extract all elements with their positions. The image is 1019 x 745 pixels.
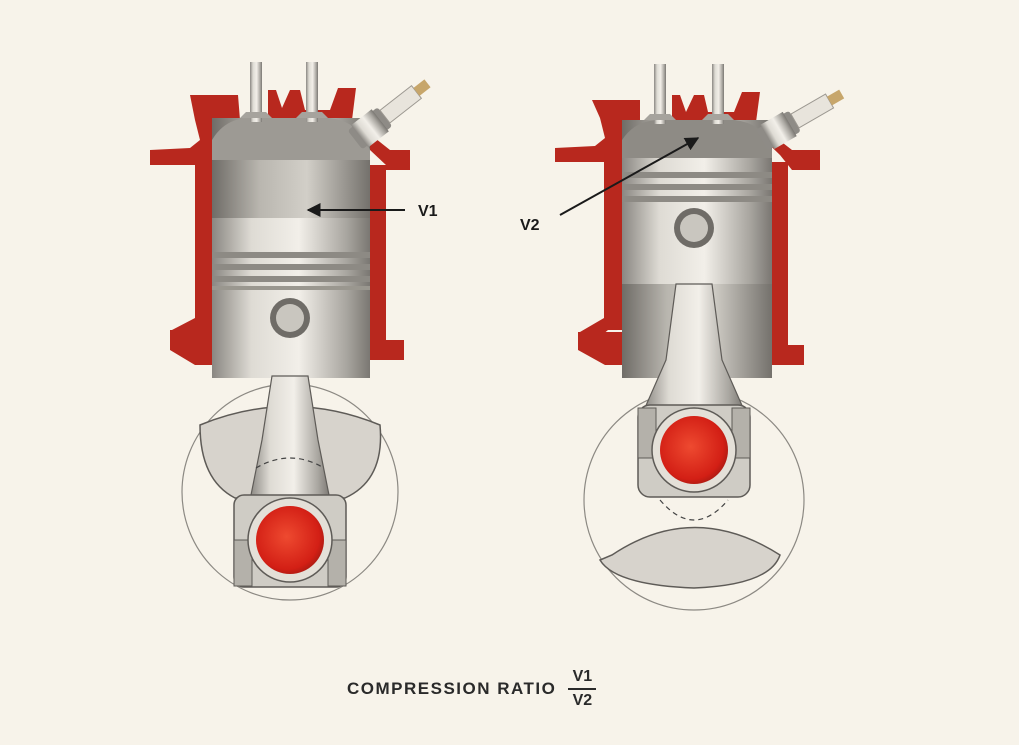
caption-text: COMPRESSION RATIO (347, 679, 557, 698)
left-engine: V1 (150, 62, 438, 601)
spark-plug-icon (348, 79, 431, 149)
crank-pin-icon (660, 416, 728, 484)
right-counterweight (598, 526, 781, 589)
v2-label: V2 (520, 217, 540, 234)
valve-icon (644, 64, 734, 124)
right-block-side-right (770, 162, 804, 365)
right-block-wall-left (555, 100, 640, 162)
v2-arrow (559, 137, 700, 216)
left-dashed-journal (255, 457, 325, 469)
right-engine: V2 (520, 64, 845, 611)
spark-plug-icon (757, 89, 845, 150)
left-block-side-left (172, 165, 212, 345)
caption: COMPRESSION RATIO V1 V2 (347, 668, 597, 710)
right-dashed-journal (659, 499, 729, 521)
v1-label: V1 (418, 203, 438, 220)
compression-ratio-fraction: V1 V2 (568, 668, 597, 710)
left-block-head (268, 88, 410, 170)
piston-icon (212, 218, 370, 378)
fraction-denominator: V2 (572, 692, 593, 709)
left-block-side-right (370, 165, 404, 360)
right-block-side-left (580, 162, 622, 345)
fraction-numerator: V1 (572, 668, 593, 685)
left-block-foot-left (170, 330, 212, 365)
valve-icon (240, 62, 328, 122)
left-block-wall-left (150, 95, 240, 165)
piston-icon (622, 158, 772, 284)
right-block-head (672, 92, 820, 170)
fraction-bar (568, 688, 597, 690)
right-block-foot-left (578, 332, 622, 365)
crank-pin-icon (256, 506, 324, 574)
left-combustion-chamber (212, 118, 370, 160)
